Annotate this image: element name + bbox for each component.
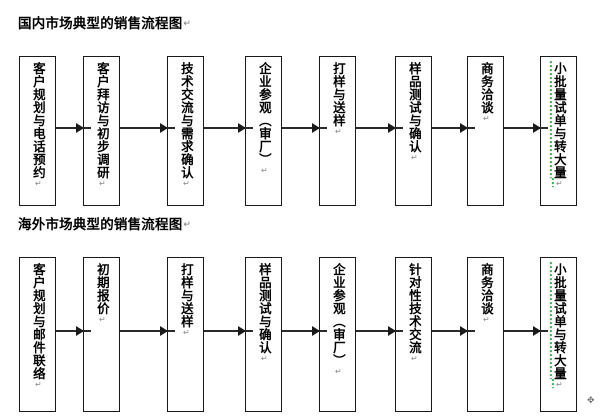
flow-connector-2-3 bbox=[120, 127, 175, 129]
flow-step-label-6: 样品测试与确认↵ bbox=[406, 62, 422, 162]
flow-step-label-1: 客户规划与邮件联络↵ bbox=[30, 263, 46, 389]
flow-arrowhead-3-4 bbox=[238, 326, 246, 336]
paragraph-mark-icon: ↵ bbox=[183, 19, 192, 29]
page-corner-mark-icon: ✥ bbox=[587, 396, 595, 406]
flow-step-box-5[interactable]: 企业参观（审厂）↵ bbox=[319, 257, 356, 412]
flow-step-box-3[interactable]: 打样与送样↵ bbox=[167, 257, 204, 412]
flow-step-label-2: 初期报价↵ bbox=[94, 263, 110, 324]
flow-step-box-7[interactable]: 商务洽谈↵ bbox=[467, 56, 504, 206]
flow-arrowhead-4-5 bbox=[312, 123, 320, 133]
paragraph-mark-icon: ↵ bbox=[97, 179, 107, 188]
paragraph-mark-icon: ↵ bbox=[554, 179, 564, 188]
flow-connector-7-8 bbox=[504, 127, 548, 129]
flow-connector-3-4 bbox=[204, 127, 253, 129]
flow-connector-4-5 bbox=[282, 330, 327, 332]
flow-step-label-1: 客户规划与电话预约↵ bbox=[30, 62, 46, 188]
flow-step-label-2: 客户拜访与初步调研↵ bbox=[94, 62, 110, 188]
flow-step-label-7: 商务洽谈↵ bbox=[478, 62, 494, 123]
flowchart-overseas: 客户规划与邮件联络↵ 初期报价↵ 打样与送样↵ 样品测试与确认↵ 企业参观（审厂… bbox=[0, 257, 600, 412]
flow-arrowhead-7-8 bbox=[533, 326, 541, 336]
flow-step-label-3: 打样与送样↵ bbox=[178, 263, 194, 337]
paragraph-mark-icon: ↵ bbox=[181, 328, 191, 337]
flow-connector-5-6 bbox=[356, 127, 403, 129]
flow-step-box-6[interactable]: 针对性技术交流↵ bbox=[395, 257, 432, 412]
paragraph-mark-icon: ↵ bbox=[481, 114, 491, 123]
flow-step-label-3: 技术交流与需求确认↵ bbox=[178, 62, 194, 188]
section-title-domestic: 国内市场典型的销售流程图↵ bbox=[18, 16, 192, 32]
flow-arrowhead-5-6 bbox=[388, 123, 396, 133]
flow-step-label-6: 针对性技术交流↵ bbox=[406, 263, 422, 363]
flow-arrowhead-6-7 bbox=[460, 123, 468, 133]
paragraph-mark-icon: ↵ bbox=[33, 179, 43, 188]
flow-step-box-8[interactable]: 小批量试单与转大量↵ bbox=[540, 56, 577, 206]
flow-connector-1-2 bbox=[56, 127, 91, 129]
flow-step-box-1[interactable]: 客户规划与邮件联络↵ bbox=[19, 257, 56, 412]
flow-step-label-4: 企业参观（审厂）↵ bbox=[256, 62, 272, 175]
flow-step-box-8[interactable]: 小批量试单与转大量↵ bbox=[540, 257, 577, 412]
flow-step-box-2[interactable]: 初期报价↵ bbox=[83, 257, 120, 412]
flow-arrowhead-4-5 bbox=[312, 326, 320, 336]
flow-connector-7-8 bbox=[504, 330, 548, 332]
flow-step-label-5: 打样与送样↵ bbox=[330, 62, 346, 136]
flow-arrowhead-1-2 bbox=[76, 123, 84, 133]
flow-step-label-4: 样品测试与确认↵ bbox=[256, 263, 272, 363]
flow-connector-3-4 bbox=[204, 330, 253, 332]
flow-connector-1-2 bbox=[56, 330, 91, 332]
section-title-overseas-text: 海外市场典型的销售流程图 bbox=[18, 217, 183, 233]
flow-arrowhead-3-4 bbox=[238, 123, 246, 133]
flow-arrowhead-1-2 bbox=[76, 326, 84, 336]
paragraph-mark-icon: ↵ bbox=[181, 179, 191, 188]
flow-step-box-6[interactable]: 样品测试与确认↵ bbox=[395, 56, 432, 206]
paragraph-mark-icon: ↵ bbox=[259, 354, 269, 363]
section-title-overseas: 海外市场典型的销售流程图↵ bbox=[18, 217, 192, 233]
paragraph-mark-icon: ↵ bbox=[409, 153, 419, 162]
flow-step-label-8: 小批量试单与转大量↵ bbox=[551, 263, 567, 389]
flow-step-box-4[interactable]: 企业参观（审厂）↵ bbox=[245, 56, 282, 206]
flow-arrowhead-6-7 bbox=[460, 326, 468, 336]
paragraph-mark-icon: ↵ bbox=[554, 380, 564, 389]
flow-connector-5-6 bbox=[356, 330, 403, 332]
paragraph-mark-icon: ↵ bbox=[333, 127, 343, 136]
flow-arrowhead-5-6 bbox=[388, 326, 396, 336]
flow-step-box-5[interactable]: 打样与送样↵ bbox=[319, 56, 356, 206]
flow-step-box-4[interactable]: 样品测试与确认↵ bbox=[245, 257, 282, 412]
flow-step-box-7[interactable]: 商务洽谈↵ bbox=[467, 257, 504, 412]
paragraph-mark-icon: ↵ bbox=[97, 315, 107, 324]
paragraph-mark-icon: ↵ bbox=[259, 166, 269, 175]
flow-step-box-2[interactable]: 客户拜访与初步调研↵ bbox=[83, 56, 120, 206]
flow-step-box-3[interactable]: 技术交流与需求确认↵ bbox=[167, 56, 204, 206]
flow-step-label-5: 企业参观（审厂）↵ bbox=[330, 263, 346, 376]
flow-step-label-8: 小批量试单与转大量↵ bbox=[551, 62, 567, 188]
paragraph-mark-icon: ↵ bbox=[481, 315, 491, 324]
flowchart-domestic: 客户规划与电话预约↵ 客户拜访与初步调研↵ 技术交流与需求确认↵ 企业参观（审厂… bbox=[0, 56, 600, 206]
section-title-domestic-text: 国内市场典型的销售流程图 bbox=[18, 16, 183, 32]
flow-step-box-1[interactable]: 客户规划与电话预约↵ bbox=[19, 56, 56, 206]
paragraph-mark-icon: ↵ bbox=[33, 380, 43, 389]
flow-step-label-7: 商务洽谈↵ bbox=[478, 263, 494, 324]
flow-connector-6-7 bbox=[432, 330, 475, 332]
flow-connector-6-7 bbox=[432, 127, 475, 129]
flow-connector-4-5 bbox=[282, 127, 327, 129]
paragraph-mark-icon: ↵ bbox=[409, 354, 419, 363]
flow-arrowhead-7-8 bbox=[533, 123, 541, 133]
flow-arrowhead-2-3 bbox=[160, 326, 168, 336]
paragraph-mark-icon: ↵ bbox=[333, 367, 343, 376]
flow-arrowhead-2-3 bbox=[160, 123, 168, 133]
flow-connector-2-3 bbox=[120, 330, 175, 332]
paragraph-mark-icon: ↵ bbox=[183, 220, 192, 230]
